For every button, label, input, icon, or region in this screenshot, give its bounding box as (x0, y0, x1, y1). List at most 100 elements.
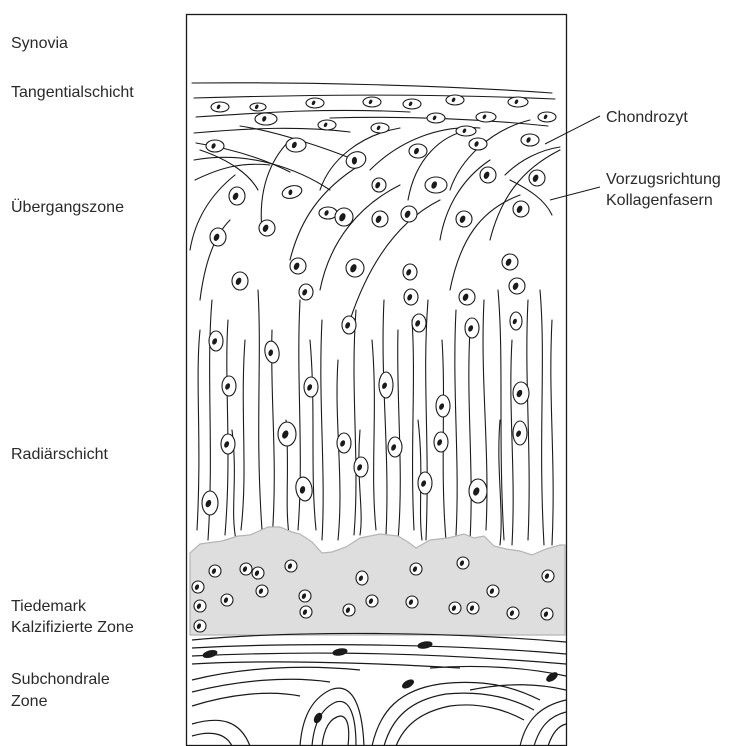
chondrocyte-67 (252, 567, 264, 579)
collagen-fiber-27 (225, 320, 228, 535)
label-radial-layer: Radiärschicht (11, 444, 108, 465)
label-chondrocyte: Chondrozyt (606, 107, 688, 128)
chondrocyte-85 (507, 607, 519, 619)
collagen-fiber-52 (359, 430, 361, 535)
chondrocyte-62 (354, 457, 368, 477)
chondrocyte-47 (465, 318, 479, 338)
chondrocyte-70 (410, 563, 422, 575)
chondrocyte-1 (250, 103, 266, 111)
chondrocyte-25 (372, 178, 386, 192)
collagen-fiber-49 (551, 320, 553, 545)
label-leader-lines (545, 116, 600, 200)
chondrocyte-83 (467, 602, 479, 614)
label-fiber-direction-line2: Kollagenfasern (606, 190, 713, 211)
chondrocyte-43 (209, 331, 223, 351)
chondrocyte-80 (366, 595, 378, 607)
collagen-fiber-8 (194, 157, 330, 190)
chondrocyte-78 (300, 606, 312, 618)
chondrocyte-55 (278, 422, 296, 446)
osteocyte-3 (401, 678, 414, 689)
chondrocyte-31 (401, 206, 417, 222)
collagen-fiber-36 (372, 340, 376, 530)
collagen-fiber-22 (450, 195, 520, 290)
chondrocyte-32 (456, 211, 472, 227)
chondrocyte-64 (469, 479, 487, 503)
chondrocyte-6 (508, 97, 528, 107)
chondrocyte-33 (513, 201, 529, 217)
collagen-fiber-47 (527, 300, 529, 540)
chondrocyte-65 (209, 565, 221, 577)
chondrocyte-53 (513, 382, 529, 404)
chondrocyte-9 (371, 123, 389, 133)
chondrocyte-76 (256, 585, 268, 597)
chondrocyte-4 (403, 99, 421, 109)
chondrocyte-73 (192, 581, 204, 593)
collagen-fiber-17 (261, 140, 290, 230)
osteocyte-0 (202, 649, 217, 658)
chondrocyte-38 (403, 264, 417, 280)
chondrocyte-7 (255, 113, 277, 125)
bone-lamella-18 (192, 720, 250, 746)
bone-lamella-4 (192, 667, 360, 680)
chondrocyte-49 (222, 376, 236, 396)
chondrocyte-63 (418, 472, 432, 494)
chondrocyte-46 (412, 314, 426, 332)
chondrocyte-18 (469, 138, 487, 150)
chondrocyte-16 (344, 149, 368, 171)
osteocyte-2 (418, 641, 433, 649)
collagen-fiber-33 (321, 320, 323, 540)
chondrocyte-60 (202, 491, 218, 515)
chondrocyte-59 (388, 437, 402, 457)
label-calcified-zone: Kalzifizierte Zone (11, 617, 134, 638)
chondrocyte-11 (476, 112, 496, 122)
chondrocyte-48 (510, 312, 522, 330)
chondrocyte-13 (456, 126, 476, 136)
collagen-fiber-43 (469, 330, 471, 540)
collagen-fiber-29 (258, 290, 262, 530)
chondrocyte-24 (529, 170, 545, 186)
chondrocyte-68 (285, 560, 297, 572)
chondrocyte-3 (363, 97, 381, 107)
label-tidemark: Tiedemark (11, 596, 86, 617)
chondrocyte-26 (229, 187, 245, 205)
label-subchondral-line1: Subchondrale (11, 669, 110, 690)
label-fiber-direction-line1: Vorzugsrichtung (606, 169, 721, 190)
chondrocyte-57 (434, 432, 448, 452)
collagen-fiber-35 (354, 310, 356, 535)
collagen-fiber-20 (350, 200, 440, 320)
chondrocyte-34 (232, 272, 248, 290)
chondrocyte-52 (436, 395, 450, 417)
chondrocyte-87 (194, 620, 206, 632)
label-transition-zone: Übergangszone (11, 197, 124, 218)
chondrocyte-51 (379, 372, 393, 398)
bone-lamella-7 (300, 688, 364, 746)
chondrocyte-23 (480, 167, 496, 183)
chondrocyte-12 (538, 112, 556, 122)
chondrocyte-0 (211, 102, 229, 112)
chondrocyte-58 (513, 421, 527, 445)
chondrocyte-81 (406, 596, 418, 608)
chondrocyte-82 (449, 602, 461, 614)
collagen-fiber-2 (196, 110, 410, 117)
collagen-fiber-14 (490, 150, 560, 240)
chondrocyte-79 (343, 604, 355, 616)
chondrocyte-74 (194, 600, 206, 612)
collagen-fiber-37 (383, 300, 387, 535)
chondrocyte-39 (404, 289, 418, 305)
bone-lamella-9 (322, 716, 349, 746)
osteocyte-1 (333, 648, 348, 656)
chondrocyte-8 (318, 120, 336, 130)
chondrocyte-2 (306, 98, 324, 108)
collagen-fiber-25 (197, 330, 200, 530)
chondrocyte-72 (542, 570, 554, 582)
chondrocyte-27 (210, 228, 226, 246)
bone-lamella-12 (396, 705, 524, 746)
chondrocyte-42 (509, 278, 525, 294)
chondrocyte-36 (299, 284, 313, 300)
collagen-fiber-0 (192, 83, 552, 93)
chondrocyte-86 (541, 608, 553, 620)
chondrocyte-66 (240, 563, 252, 575)
chondrocyte-21 (319, 207, 337, 219)
bone-lamella-11 (384, 693, 534, 746)
